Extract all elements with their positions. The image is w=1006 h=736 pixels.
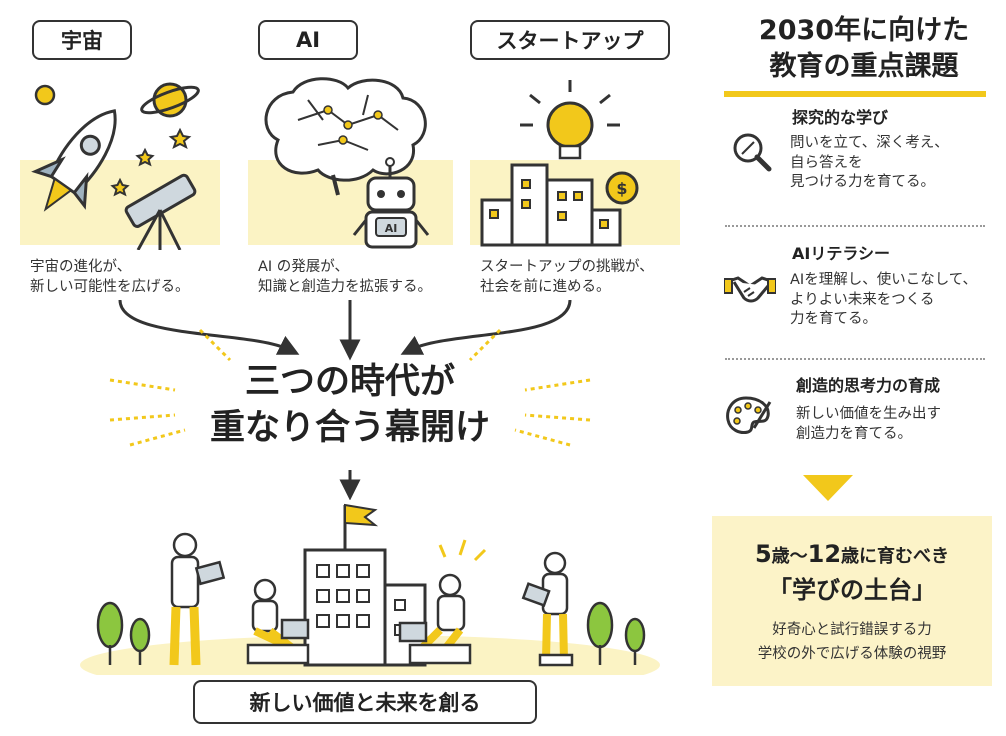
rocket-icon [31, 109, 117, 212]
space-caption: 宇宙の進化が、 新しい可能性を広げる。 [30, 257, 190, 297]
item-desc-ai-literacy: AIを理解し、使いこなして、 よりよい未来をつくる 力を育てる。 [790, 271, 977, 330]
moon-icon [34, 84, 56, 106]
foundation-line: 学校の外で広げる体験の視野 [757, 646, 947, 662]
age-from: 5 [754, 540, 772, 568]
arrow-space [118, 299, 300, 355]
flow-arrows [109, 299, 591, 500]
tree-icon [96, 601, 646, 665]
foundation-title: 「学びの土台」 [768, 576, 936, 604]
ai-caption-line: 知識と創造力を拡張する。 [258, 279, 432, 295]
brain-icon [264, 77, 427, 196]
category-space-label: 宇宙 [32, 20, 132, 60]
arrow-startup [400, 299, 572, 355]
burst-rays [109, 328, 591, 447]
buildings-icon [480, 163, 622, 247]
item-desc-line: 創造力を育てる。 [796, 425, 912, 442]
space-caption-line: 宇宙の進化が、 [30, 259, 132, 275]
item-desc-line: AIを理解し、使いこなして、 [790, 272, 978, 288]
ai-illustration: AI [264, 77, 430, 249]
divider [725, 225, 985, 227]
age-suffix: 歳に育むべき [841, 546, 950, 567]
category-ai-label: AI [258, 20, 358, 60]
item-heading-creative: 創造的思考力の育成 [796, 376, 941, 395]
coin-icon: $ [605, 171, 639, 205]
item-desc-line: 新しい価値を生み出す [796, 406, 941, 422]
right-panel-title-line1: 2030年に向けた [758, 15, 970, 46]
item-heading-inquiry: 探究的な学び [792, 108, 889, 127]
item-desc-creative: 新しい価値を生み出す 創造力を育てる。 [796, 405, 941, 444]
center-title-line1: 三つの時代が [244, 362, 455, 402]
center-title-line2: 重なり合う幕開け [209, 408, 490, 448]
robot-badge-text: AI [385, 222, 398, 235]
person-standing-right [521, 551, 574, 667]
star-icon [110, 177, 130, 197]
item-desc-line: 自ら答えを [790, 154, 863, 171]
bottom-label: 新しい価値と未来を創る [193, 680, 537, 724]
school-building-icon [303, 503, 427, 667]
item-desc-inquiry: 問いを立て、深く考え、 自ら答えを 見つける力を育てる。 [790, 134, 949, 193]
startup-illustration: $ [480, 80, 639, 247]
magnifier-icon [733, 133, 772, 172]
item-desc-line: 問いを立て、深く考え、 [790, 135, 949, 151]
divider [725, 358, 985, 360]
right-panel-title-line2: 教育の重点課題 [769, 51, 959, 82]
telescope-icon [124, 173, 197, 250]
star-icon [168, 127, 192, 149]
planet-icon [140, 82, 200, 118]
down-triangle-icon [803, 475, 853, 501]
startup-caption-line: 社会を前に進める。 [480, 279, 611, 295]
space-caption-line: 新しい可能性を広げる。 [30, 279, 190, 295]
item-desc-line: よりよい未来をつくる [790, 291, 935, 308]
person-laptop-right [398, 539, 487, 665]
palette-icon [726, 396, 772, 434]
space-illustration [31, 82, 200, 250]
category-startup-label: スタートアップ [470, 20, 670, 60]
foundation-box [712, 516, 992, 686]
startup-caption-line: スタートアップの挑戦が、 [480, 259, 654, 275]
item-desc-line: 見つける力を育てる。 [790, 174, 935, 190]
right-panel-accent-bar [724, 91, 986, 97]
age-to: 12 [807, 540, 842, 568]
foundation-age-line: 5歳〜12歳に育むべき [712, 540, 992, 568]
lightbulb-icon [520, 80, 620, 160]
person-standing-tablet [169, 532, 226, 666]
item-heading-ai-literacy: AIリテラシー [792, 244, 891, 263]
robot-icon: AI [352, 157, 430, 249]
handshake-icon [724, 276, 776, 303]
foundation-line: 好奇心と試行錯誤する力 [772, 622, 932, 638]
people-scene [80, 503, 660, 675]
svg-text:$: $ [616, 179, 627, 198]
ai-caption-line: AI の発展が、 [258, 259, 350, 275]
star-icon [135, 147, 155, 167]
ai-caption: AI の発展が、 知識と創造力を拡張する。 [258, 257, 432, 297]
startup-caption: スタートアップの挑戦が、 社会を前に進める。 [480, 257, 654, 297]
age-mid: 歳〜 [771, 546, 808, 567]
item-desc-line: 力を育てる。 [790, 311, 877, 327]
person-laptop-left [246, 578, 310, 665]
